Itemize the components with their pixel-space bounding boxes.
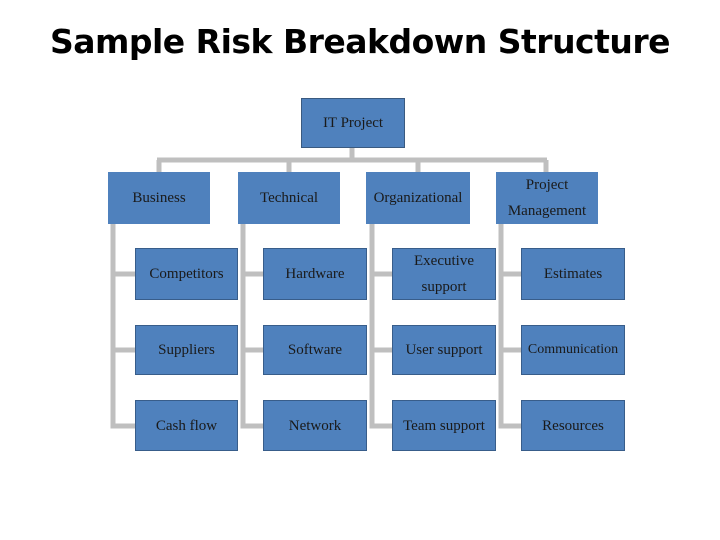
leaf-node-resources[interactable]: Resources [521,400,625,451]
spine-project-management [498,224,521,429]
leaf-node-hardware[interactable]: Hardware [263,248,367,300]
spine-organizational [369,224,392,429]
root-node[interactable]: IT Project [301,98,405,148]
leaf-node-network[interactable]: Network [263,400,367,451]
leaf-node-software[interactable]: Software [263,325,367,375]
category-node-project-management[interactable]: Project Management [496,172,598,224]
leaf-node-user-support[interactable]: User support [392,325,496,375]
leaf-node-competitors[interactable]: Competitors [135,248,238,300]
leaf-node-suppliers[interactable]: Suppliers [135,325,238,375]
leaf-node-estimates[interactable]: Estimates [521,248,625,300]
leaf-node-cash-flow[interactable]: Cash flow [135,400,238,451]
category-node-technical[interactable]: Technical [238,172,340,224]
leaf-node-team-support[interactable]: Team support [392,400,496,451]
spine-business [110,224,135,429]
spine-technical [240,224,263,429]
category-node-business[interactable]: Business [108,172,210,224]
page-title: Sample Risk Breakdown Structure [49,22,671,61]
leaf-node-executive-support[interactable]: Executive support [392,248,496,300]
category-node-organizational[interactable]: Organizational [366,172,470,224]
leaf-node-communication[interactable]: Communication [521,325,625,375]
